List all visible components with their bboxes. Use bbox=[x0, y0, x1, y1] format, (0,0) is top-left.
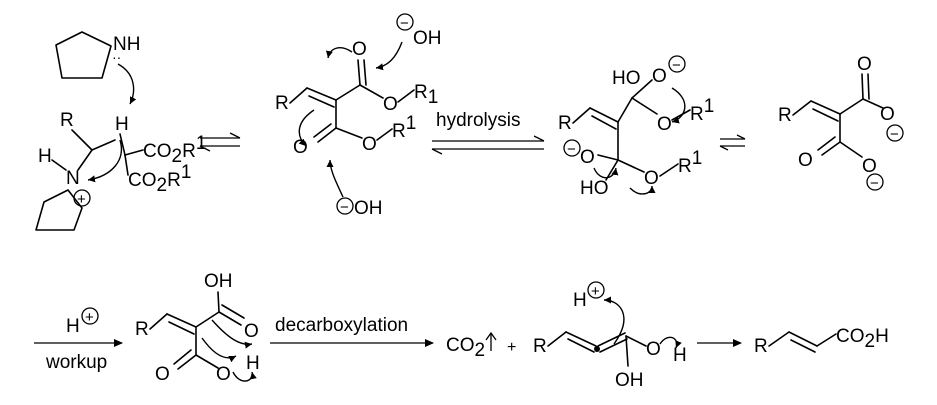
hydrolysis-label: hydrolysis bbox=[436, 110, 520, 131]
workup-h-charge: + bbox=[85, 309, 94, 326]
alkylidene-malonate: R O O R1 O O R1 − OH − OH bbox=[275, 13, 442, 219]
tet-ho-bottom: HO bbox=[580, 178, 609, 199]
adduct-h: H bbox=[115, 114, 129, 135]
ester-r: R bbox=[275, 93, 289, 114]
product-co2h: CO2H bbox=[836, 326, 889, 352]
pyrrolidine: NH ·· bbox=[55, 31, 140, 105]
workup-h: H bbox=[66, 316, 80, 337]
dianion-o-minus-top: O bbox=[880, 104, 895, 125]
adduct-nh-h: H bbox=[38, 146, 52, 167]
tet-r: R bbox=[558, 113, 572, 134]
ammonium-charge: + bbox=[77, 191, 86, 208]
hydroxide-bottom-charge: − bbox=[340, 199, 349, 216]
allenol-h-plus: H bbox=[573, 290, 587, 311]
adduct-n: N bbox=[66, 168, 80, 189]
ester-o-top: O bbox=[352, 39, 367, 60]
decarboxylation-label: decarboxylation bbox=[275, 315, 408, 336]
equilibrium-arrow-1 bbox=[199, 132, 241, 152]
product-r: R bbox=[754, 336, 768, 357]
allenol-r: R bbox=[533, 336, 547, 357]
tet-ho-top: HO bbox=[612, 68, 641, 89]
dianion-o-top: O bbox=[857, 54, 872, 75]
tet-o-minus-top: O bbox=[652, 66, 667, 87]
equilibrium-arrow-2 bbox=[719, 134, 746, 151]
workup-arrow: H + workup bbox=[34, 307, 123, 373]
adduct-co2r1-top: CO2R1 bbox=[143, 133, 206, 167]
decarboxylation-arrow: decarboxylation bbox=[270, 315, 434, 347]
dianion-top-charge: − bbox=[890, 126, 899, 143]
tet-r1-top: R1 bbox=[690, 96, 714, 125]
pyrrolidine-nh: NH bbox=[113, 34, 140, 55]
workup-label: workup bbox=[45, 352, 107, 373]
acid-o-right: O bbox=[244, 321, 259, 342]
malonate-dianion: R O O − O O − bbox=[778, 54, 904, 192]
malonic-acid: R OH O O O H bbox=[135, 271, 260, 385]
ester-o-link-bottom: O bbox=[362, 134, 377, 155]
hydroxide-top: OH bbox=[413, 28, 442, 49]
hydroxide-top-charge: − bbox=[400, 15, 409, 32]
ester-o-link-top: O bbox=[383, 94, 398, 115]
allenol-h-charge: + bbox=[591, 283, 600, 300]
mannich-adduct: R H CO2R1 CO2R1 H N + bbox=[35, 110, 206, 231]
acid-oh-top: OH bbox=[204, 271, 233, 292]
acid-r: R bbox=[135, 319, 149, 340]
tet-o-link-bottom: O bbox=[644, 168, 659, 189]
allenol-h: H bbox=[673, 345, 687, 366]
dianion-o-minus-bottom: O bbox=[862, 156, 877, 177]
tet-bottom-charge: − bbox=[567, 141, 576, 158]
ester-r1-top: R1 bbox=[414, 82, 438, 108]
allenol-oh-bottom: OH bbox=[615, 370, 644, 391]
lone-pair-dots: ·· bbox=[112, 49, 121, 65]
dianion-r: R bbox=[778, 105, 792, 126]
adduct-co2r1-bottom: CO2R1 bbox=[128, 162, 191, 196]
ester-o-bottom: O bbox=[293, 137, 308, 158]
tet-o-link-top: O bbox=[657, 114, 672, 135]
tet-r1-bottom: R1 bbox=[678, 148, 702, 177]
acid-o-bottom: O bbox=[155, 364, 170, 385]
dianion-o-bottom: O bbox=[798, 150, 813, 171]
final-product: R CO2H bbox=[754, 326, 889, 357]
allenol-intermediate: R OH O H H + bbox=[533, 281, 687, 391]
adduct-r: R bbox=[60, 110, 74, 131]
co2-product: CO2 + bbox=[446, 331, 516, 361]
hydrolysis-arrow: hydrolysis bbox=[431, 110, 545, 155]
tet-top-charge: − bbox=[672, 57, 681, 74]
hydroxide-bottom: OH bbox=[354, 198, 383, 219]
plus-sign: + bbox=[507, 339, 516, 356]
acid-o-link: O bbox=[216, 364, 231, 385]
dianion-bottom-charge: − bbox=[870, 175, 879, 192]
acid-h: H bbox=[246, 353, 260, 374]
allenol-o: O bbox=[646, 339, 661, 360]
ester-r1-bottom: R1 bbox=[392, 113, 416, 142]
co2: CO2 bbox=[446, 335, 485, 361]
tetrahedral-intermediate: R HO O − O R1 O − HO O R1 bbox=[558, 55, 714, 199]
tet-o-minus-bottom: O bbox=[580, 147, 595, 168]
